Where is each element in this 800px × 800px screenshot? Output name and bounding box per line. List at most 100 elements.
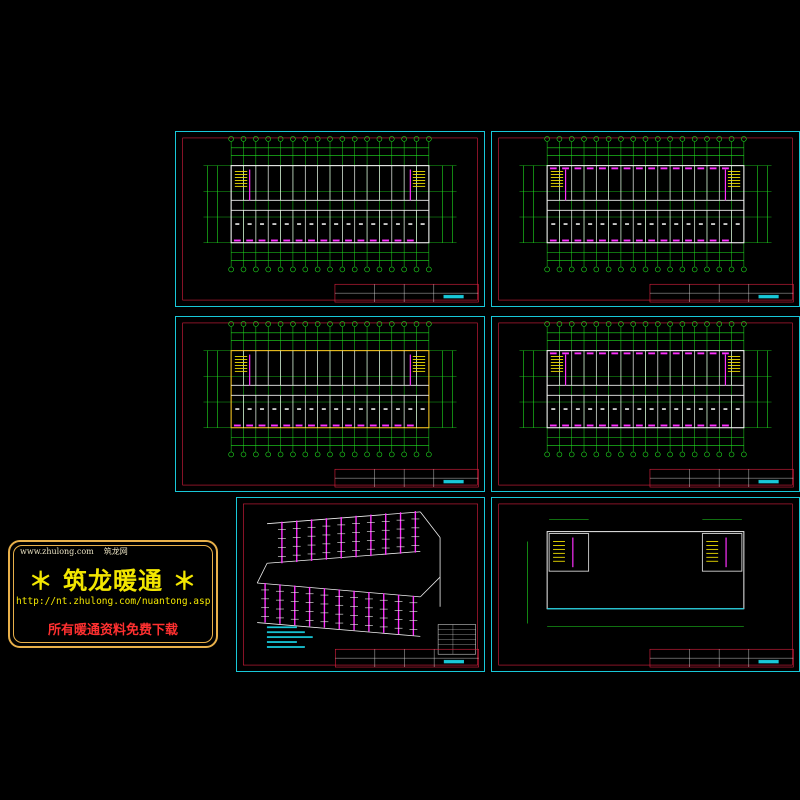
axis-bubble [413, 136, 420, 142]
pipe-connector [420, 576, 441, 598]
axis-bubble [642, 451, 649, 458]
axis-bubble [277, 321, 284, 327]
radiator [283, 239, 291, 242]
room-label-mark [371, 223, 376, 225]
radiator [697, 239, 705, 242]
radiator [357, 424, 365, 427]
stamp-url: http://nt.zhulong.com/nuantong.asp [16, 596, 211, 607]
radiator [369, 424, 377, 427]
axis-bubble [704, 451, 710, 458]
radiator [697, 352, 705, 355]
axis-bubble [544, 321, 550, 327]
axis-bubble [741, 451, 747, 458]
pipe-main [267, 511, 421, 525]
axis-bubble [228, 136, 234, 142]
axis-bubble [716, 136, 723, 142]
axis-bubble [339, 451, 346, 458]
axis-bubble [314, 136, 321, 142]
radiator [406, 424, 414, 427]
axis-bubble [605, 451, 612, 458]
legend-text-mark [266, 641, 297, 643]
radiator [648, 239, 656, 242]
axis-bubble [351, 266, 358, 273]
axis-bubble [679, 321, 686, 327]
radiator [574, 424, 582, 427]
radiator [258, 239, 266, 242]
axis-bubble [556, 136, 563, 142]
axis-bubble [716, 321, 723, 327]
radiator [586, 167, 594, 170]
radiator [295, 239, 303, 242]
room-label-mark [235, 223, 240, 225]
axis-bubble [290, 136, 296, 142]
room-label-mark [575, 223, 580, 225]
radiator [295, 424, 303, 427]
room-label-mark [575, 408, 580, 410]
radiator [549, 167, 557, 170]
roof-plan-drawing [498, 503, 794, 668]
axis-bubble [240, 451, 247, 458]
floor-plan-drawing [498, 321, 794, 488]
room-label-mark [600, 408, 605, 410]
axis-bubble [302, 266, 309, 273]
axis-bubble [605, 136, 612, 142]
inner-frame [243, 503, 478, 666]
room-label-mark [297, 223, 302, 225]
radiator [697, 424, 705, 427]
axis-bubble [691, 451, 698, 458]
axis-bubble [240, 266, 247, 273]
radiator [722, 239, 729, 242]
room-label-mark [321, 223, 326, 225]
axis-bubble [704, 321, 710, 327]
axis-bubble [364, 266, 370, 273]
axis-bubble [655, 266, 661, 273]
axis-bubble [253, 266, 259, 273]
axis-bubble [389, 136, 395, 142]
room-label-mark [383, 223, 388, 225]
axis-bubble [741, 136, 747, 142]
room-label-mark [235, 408, 240, 410]
room-label-mark [408, 408, 413, 410]
radiator [685, 239, 692, 242]
title-block-mark [758, 659, 779, 664]
axis-bubble [667, 451, 673, 458]
axis-bubble [426, 321, 432, 327]
radiator [611, 424, 619, 427]
axis-bubble [339, 266, 346, 273]
stamp-site-url: www.zhulong.com [20, 547, 94, 556]
axis-bubble [364, 451, 370, 458]
building-outline [230, 165, 430, 244]
room-label-mark [321, 408, 326, 410]
axis-bubble [389, 321, 395, 327]
sheet-floor-plan-2 [491, 131, 800, 307]
stamp-brand: ＊ 筑龙暖通 ＊ [28, 566, 198, 595]
radiator [611, 239, 619, 242]
axis-bubble [426, 451, 432, 458]
room-label-mark [395, 408, 400, 410]
axis-bubble [544, 266, 550, 273]
axis-bubble [716, 451, 723, 458]
radiator [660, 239, 668, 242]
room-label-mark [723, 408, 728, 410]
axis-bubble [351, 321, 358, 327]
radiator [648, 167, 656, 170]
legend-text-mark [266, 626, 297, 629]
axis-bubble [376, 451, 383, 458]
radiator [648, 424, 656, 427]
axis-bubble [364, 136, 370, 142]
axis-bubble [302, 321, 309, 327]
room-label-mark [383, 408, 388, 410]
room-label-mark [698, 408, 703, 410]
title-block-mark [443, 479, 464, 484]
radiator [332, 424, 340, 427]
inner-frame [498, 503, 793, 666]
axis-bubble [691, 136, 698, 142]
axis-bubble [556, 266, 563, 273]
axis-bubble [314, 451, 321, 458]
legend-text-mark [266, 646, 305, 648]
axis-bubble [605, 266, 612, 273]
axis-bubble [618, 451, 624, 458]
axis-bubble [401, 451, 407, 458]
room-label-mark [649, 408, 654, 410]
axis-bubble [655, 136, 661, 142]
